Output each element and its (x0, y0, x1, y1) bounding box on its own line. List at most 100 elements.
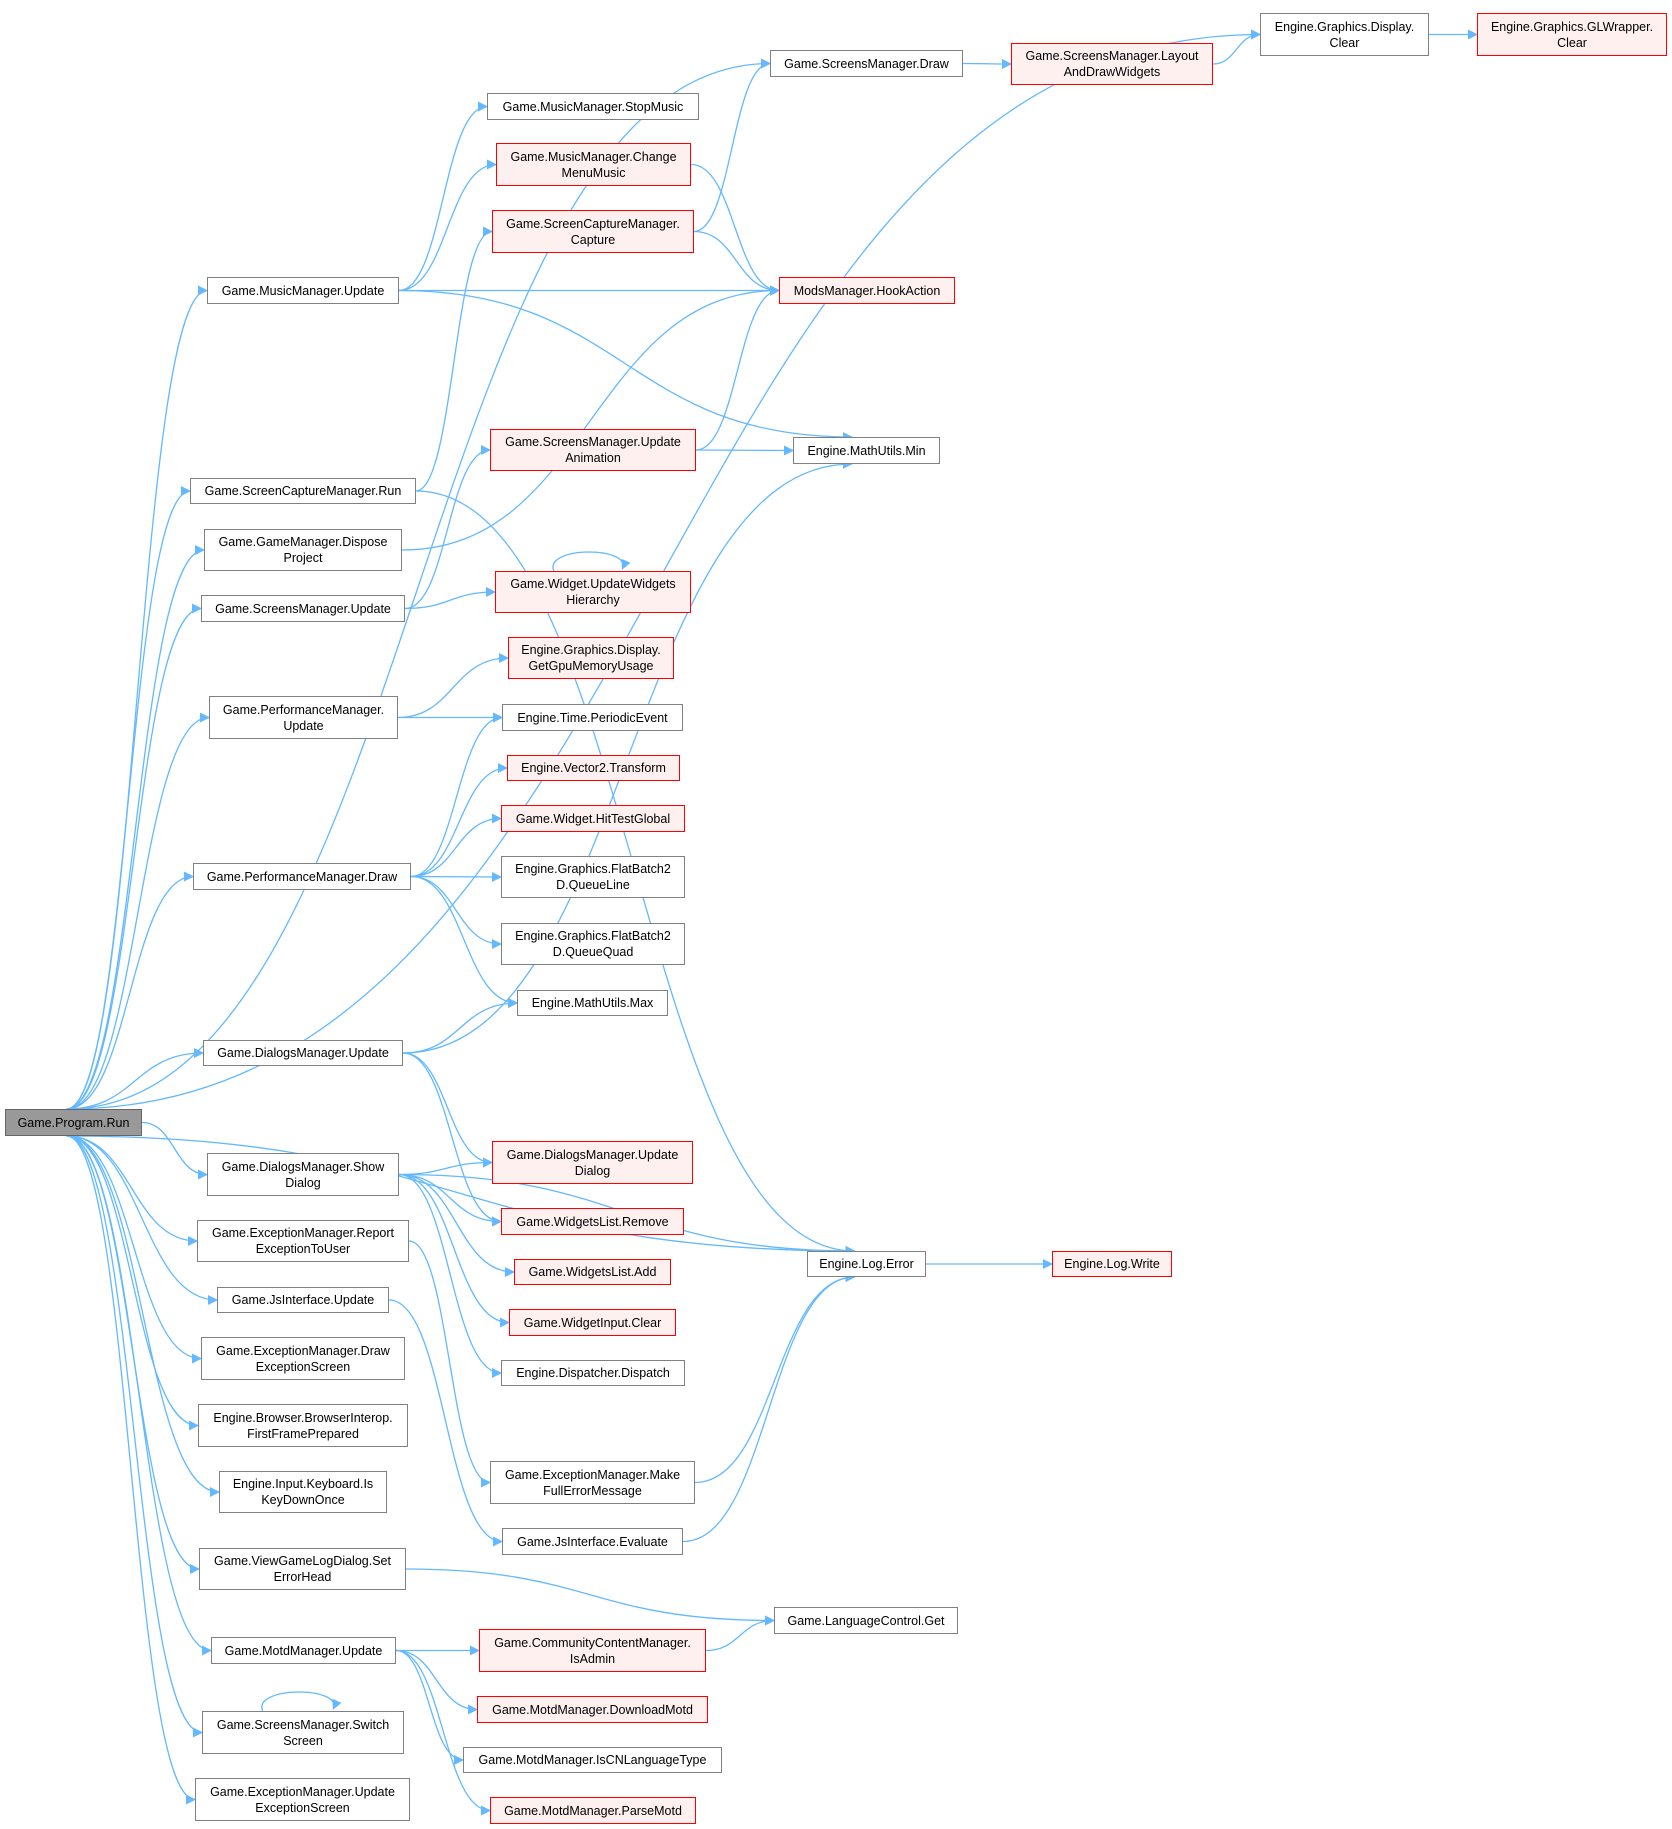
node-dm-update[interactable]: Game.DialogsManager.Update (203, 1040, 403, 1066)
edge-pmUpdate-to-gpuMem (397, 653, 509, 719)
node-sm-draw[interactable]: Game.ScreensManager.Draw (770, 50, 963, 77)
edge-isAdmin-to-langGet (705, 1615, 775, 1652)
edge-motdUpdate-to-download (395, 1649, 478, 1715)
node-queue-line[interactable]: Engine.Graphics.FlatBatch2 D.QueueLine (501, 856, 685, 898)
node-upd-anim[interactable]: Game.ScreensManager.Update Animation (490, 429, 696, 471)
node-log-error[interactable]: Engine.Log.Error (807, 1251, 926, 1277)
edge-motdUpdate-to-parse (395, 1649, 491, 1816)
node-add[interactable]: Game.WidgetsList.Add (514, 1259, 671, 1285)
edge-showDialog-to-inputClear (398, 1173, 510, 1328)
node-min[interactable]: Engine.MathUtils.Min (793, 437, 940, 464)
node-widgets-hier[interactable]: Game.Widget.UpdateWidgets Hierarchy (495, 571, 691, 613)
node-sc-run[interactable]: Game.ScreenCaptureManager.Run (190, 478, 416, 504)
edge-run-to-pmUpdate (66, 712, 210, 1110)
edge-run-to-dmUpdate (66, 1048, 204, 1110)
edge-evaluate-to-logError (682, 1272, 856, 1543)
edge-run-to-smUpdate (66, 603, 202, 1110)
edge-dmUpdate-to-max (402, 998, 518, 1054)
edge-pmDraw-to-hitTest (410, 813, 502, 878)
node-set-error-head[interactable]: Game.ViewGameLogDialog.Set ErrorHead (199, 1548, 406, 1590)
edge-run-to-firstFrame (66, 1135, 199, 1431)
node-switch-screen[interactable]: Game.ScreensManager.Switch Screen (202, 1711, 404, 1754)
node-hit-test[interactable]: Game.Widget.HitTestGlobal (501, 805, 685, 832)
edge-jsUpdate-to-evaluate (388, 1299, 503, 1547)
edge-run-to-pmDraw (66, 871, 194, 1110)
node-download[interactable]: Game.MotdManager.DownloadMotd (477, 1696, 708, 1723)
node-dispatch[interactable]: Engine.Dispatcher.Dispatch (501, 1360, 685, 1386)
node-key-down[interactable]: Engine.Input.Keyboard.Is KeyDownOnce (219, 1471, 387, 1513)
edge-scRun-to-capture (415, 226, 493, 492)
edge-dmUpdate-to-remove (402, 1052, 502, 1227)
edge-showDialog-to-remove (398, 1173, 502, 1227)
edge-setErrorHead-to-langGet (405, 1568, 775, 1626)
node-transform[interactable]: Engine.Vector2.Transform (507, 755, 680, 781)
edge-switchScreen-to-switchScreen (261, 1691, 342, 1712)
edge-smUpdate-to-updAnim (404, 445, 491, 610)
node-periodic[interactable]: Engine.Time.PeriodicEvent (502, 704, 683, 731)
node-capture[interactable]: Game.ScreenCaptureManager. Capture (492, 210, 694, 253)
node-change-menu[interactable]: Game.MusicManager.Change MenuMusic (496, 143, 691, 186)
edge-pmDraw-to-queueQuad (410, 875, 502, 949)
node-is-c-n[interactable]: Game.MotdManager.IsCNLanguageType (463, 1747, 722, 1773)
edge-run-to-scRun (66, 486, 191, 1110)
edge-motdUpdate-to-isCN (395, 1649, 464, 1765)
node-is-admin[interactable]: Game.CommunityContentManager. IsAdmin (479, 1629, 706, 1672)
node-log-write[interactable]: Engine.Log.Write (1052, 1251, 1172, 1277)
edge-changeMenu-to-hook (690, 163, 780, 296)
edge-musicUpdate-to-changeMenu (398, 159, 497, 292)
edge-pmDraw-to-max (410, 875, 518, 1008)
edge-run-to-logError (66, 1135, 856, 1256)
node-lang-get[interactable]: Game.LanguageControl.Get (774, 1607, 958, 1634)
node-gpu-mem[interactable]: Engine.Graphics.Display. GetGpuMemoryUsa… (508, 637, 674, 679)
edge-smDraw-to-layout (962, 58, 1012, 69)
edge-showDialog-to-updDialog (398, 1157, 493, 1176)
edge-makeFull-to-logError (694, 1272, 856, 1484)
edge-capture-to-smDraw (693, 58, 771, 233)
edge-layout-to-displayClear (1212, 29, 1261, 65)
node-input-clear[interactable]: Game.WidgetInput.Clear (509, 1309, 676, 1336)
edge-run-to-dispose (66, 545, 205, 1110)
node-report-ex[interactable]: Game.ExceptionManager.Report ExceptionTo… (197, 1220, 409, 1262)
node-make-full[interactable]: Game.ExceptionManager.Make FullErrorMess… (490, 1461, 695, 1504)
edge-showDialog-to-dispatch (398, 1173, 502, 1378)
node-stop-music[interactable]: Game.MusicManager.StopMusic (487, 93, 699, 120)
node-upd-ex-screen[interactable]: Game.ExceptionManager.Update ExceptionSc… (195, 1778, 410, 1821)
node-draw-ex-screen[interactable]: Game.ExceptionManager.Draw ExceptionScre… (201, 1337, 405, 1380)
node-hook[interactable]: ModsManager.HookAction (779, 277, 955, 304)
node-gl-clear[interactable]: Engine.Graphics.GLWrapper. Clear (1477, 13, 1667, 56)
node-max[interactable]: Engine.MathUtils.Max (517, 990, 668, 1016)
node-sm-update[interactable]: Game.ScreensManager.Update (201, 595, 405, 622)
node-evaluate[interactable]: Game.JsInterface.Evaluate (502, 1528, 683, 1555)
node-layout[interactable]: Game.ScreensManager.Layout AndDrawWidget… (1011, 43, 1213, 85)
edge-pmDraw-to-periodic (410, 712, 503, 878)
edge-musicUpdate-to-stopMusic (398, 101, 488, 292)
node-run[interactable]: Game.Program.Run (5, 1109, 142, 1136)
node-show-dialog[interactable]: Game.DialogsManager.Show Dialog (207, 1153, 399, 1196)
edge-run-to-showDialog (141, 1121, 208, 1180)
edge-run-to-switchScreen (66, 1135, 203, 1738)
edge-musicUpdate-to-min (398, 289, 853, 442)
edge-showDialog-to-add (398, 1173, 515, 1277)
node-queue-quad[interactable]: Engine.Graphics.FlatBatch2 D.QueueQuad (501, 923, 685, 965)
edge-updAnim-to-min (695, 445, 794, 456)
edge-capture-to-hook (693, 230, 780, 296)
edge-run-to-drawExScreen (66, 1135, 202, 1364)
node-pm-update[interactable]: Game.PerformanceManager. Update (209, 696, 398, 739)
node-display-clear[interactable]: Engine.Graphics.Display. Clear (1260, 13, 1429, 56)
node-remove[interactable]: Game.WidgetsList.Remove (501, 1208, 684, 1235)
edge-run-to-musicUpdate (66, 285, 208, 1110)
node-first-frame[interactable]: Engine.Browser.BrowserInterop. FirstFram… (198, 1404, 408, 1447)
edge-run-to-updExScreen (66, 1135, 196, 1805)
edge-run-to-keyDown (66, 1135, 220, 1497)
node-dispose[interactable]: Game.GameManager.Dispose Project (204, 529, 402, 571)
edge-dispose-to-hook (401, 285, 780, 551)
node-music-update[interactable]: Game.MusicManager.Update (207, 277, 399, 304)
node-js-update[interactable]: Game.JsInterface.Update (217, 1287, 389, 1313)
node-upd-dialog[interactable]: Game.DialogsManager.Update Dialog (492, 1141, 693, 1184)
node-parse[interactable]: Game.MotdManager.ParseMotd (490, 1797, 696, 1824)
node-pm-draw[interactable]: Game.PerformanceManager.Draw (193, 863, 411, 890)
edge-widgetsHier-to-widgetsHier (552, 551, 631, 572)
node-motd-update[interactable]: Game.MotdManager.Update (211, 1637, 396, 1664)
edge-run-to-jsUpdate (66, 1135, 218, 1305)
